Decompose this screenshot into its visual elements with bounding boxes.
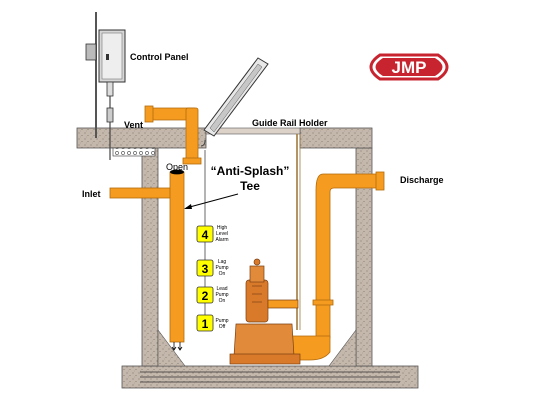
inlet-pipe [109, 187, 173, 199]
guide-rail [296, 134, 301, 330]
svg-text:Pump: Pump [215, 318, 228, 324]
logo-text: JMP [392, 58, 427, 77]
float-number: 4 [202, 228, 209, 242]
svg-text:Pump: Pump [215, 292, 228, 298]
anti-splash-label-tee: Tee [240, 179, 260, 193]
control-panel [85, 12, 126, 160]
jmp-logo: JMP [369, 53, 449, 81]
hatch-lid [203, 57, 269, 137]
discharge-label: Discharge [400, 175, 444, 185]
hatch-frame [205, 127, 301, 135]
svg-text:On: On [219, 298, 226, 304]
float-switch-4: 4 High Level Alarm [196, 225, 229, 243]
float-switch-1: 1 Pump Off [196, 314, 229, 332]
anti-splash-tee [169, 169, 185, 351]
pump [229, 258, 301, 365]
float-switch-2: 2 Lead Pump On [196, 286, 229, 304]
svg-text:Off: Off [219, 324, 226, 330]
float-number: 1 [202, 317, 209, 331]
anti-splash-label: “Anti-Splash” [211, 164, 290, 178]
svg-text:Lag: Lag [218, 259, 227, 265]
vent-screen [112, 147, 156, 157]
base-slab [121, 365, 419, 389]
svg-text:High: High [217, 225, 228, 231]
inlet-label: Inlet [82, 189, 101, 199]
anti-splash-arrow [185, 193, 239, 209]
svg-text:Alarm: Alarm [215, 237, 228, 243]
svg-text:On: On [219, 271, 226, 277]
wet-well-walls [141, 147, 373, 367]
svg-text:Lead: Lead [216, 286, 227, 292]
svg-text:Level: Level [216, 231, 228, 237]
discharge-pipe [289, 171, 385, 361]
float-number: 2 [202, 289, 209, 303]
vent-pipe [144, 105, 202, 165]
svg-text:Pump: Pump [215, 265, 228, 271]
open-label: Open [166, 162, 188, 172]
guide-rail-holder-label: Guide Rail Holder [252, 118, 328, 128]
vent-label: Vent [124, 120, 143, 130]
top-slab [76, 127, 373, 149]
float-switch-3: 3 Lag Pump On [196, 259, 229, 277]
control-panel-label: Control Panel [130, 52, 189, 62]
float-number: 3 [202, 262, 209, 276]
